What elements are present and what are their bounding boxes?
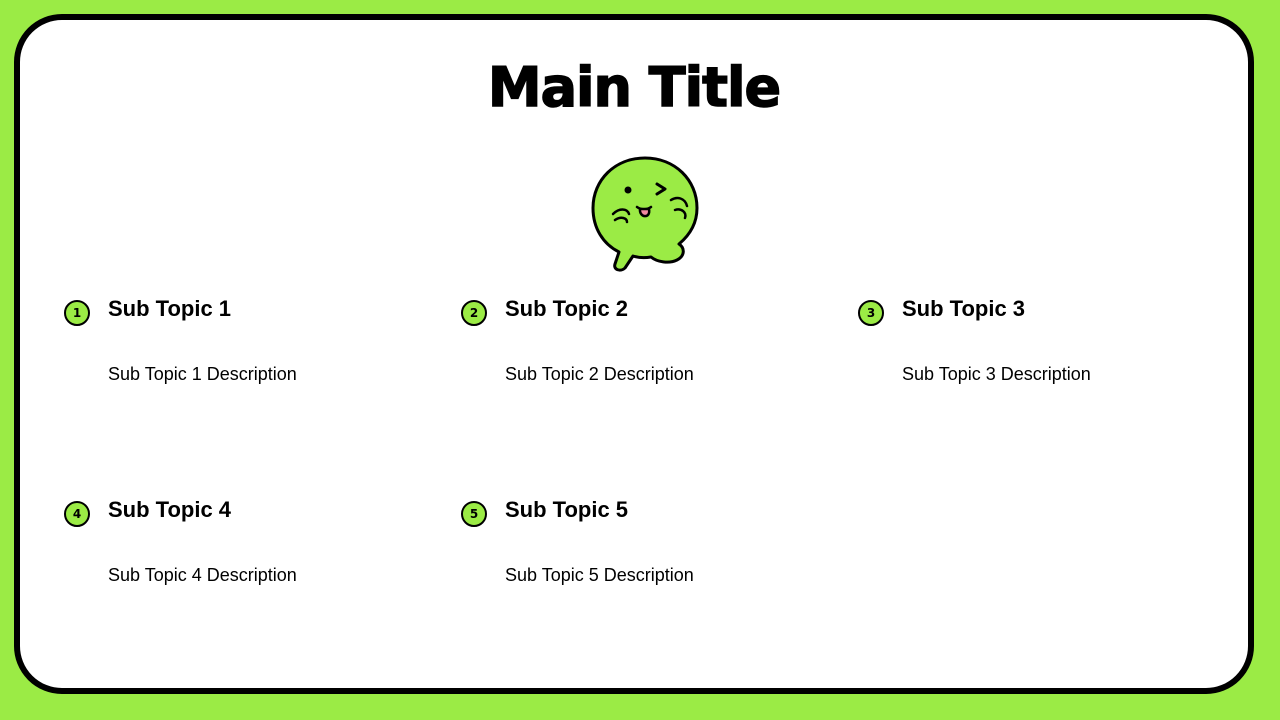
sub-topic-description: Sub Topic 5 Description xyxy=(505,565,694,585)
number-badge: 4 xyxy=(64,501,90,527)
slide-card: Main Title 1 Sub Topic 1 Sub Topic 1 Des… xyxy=(14,14,1254,694)
sub-topic-title: Sub Topic 1 xyxy=(108,296,232,321)
sub-topic-title: Sub Topic 3 xyxy=(902,296,1026,321)
winking-green-blob-mascot-icon xyxy=(591,156,699,272)
number-badge: 2 xyxy=(461,300,487,326)
sub-topic-description: Sub Topic 1 Description xyxy=(108,364,297,384)
sub-topic-title: Sub Topic 4 xyxy=(108,497,232,522)
sub-topic-title: Sub Topic 5 xyxy=(505,497,629,522)
sub-topic-description: Sub Topic 3 Description xyxy=(902,364,1091,384)
sub-topic-description: Sub Topic 2 Description xyxy=(505,364,694,384)
sub-topic-description: Sub Topic 4 Description xyxy=(108,565,297,585)
number-badge: 5 xyxy=(461,501,487,527)
sub-topic-title: Sub Topic 2 xyxy=(505,296,629,321)
main-title: Main Title xyxy=(487,55,782,120)
number-badge: 1 xyxy=(64,300,90,326)
number-badge: 3 xyxy=(858,300,884,326)
